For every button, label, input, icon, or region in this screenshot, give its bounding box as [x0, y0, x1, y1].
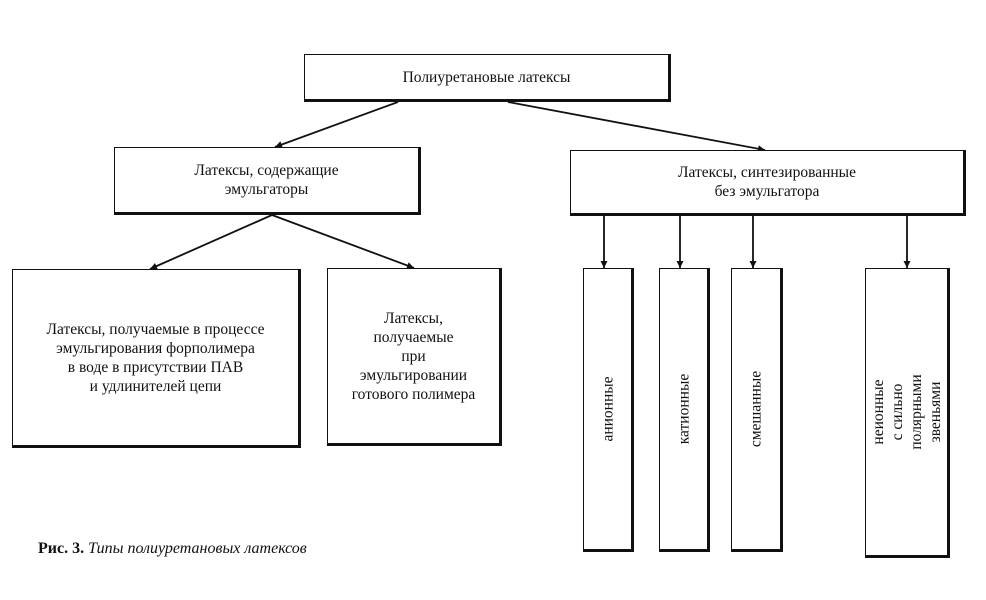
node-anionic: анионные — [583, 268, 634, 552]
arrow-root-to-left — [274, 101, 399, 148]
node-ready-polymer-emulsification: Латексы, получаемые при эмульгировании г… — [327, 268, 502, 446]
node-prepolymer-emulsification-label: Латексы, получаемые в процессе эмульгиро… — [46, 320, 265, 395]
node-cationic: катионные — [659, 268, 710, 552]
figure-number: Рис. 3. — [38, 540, 85, 557]
figure-caption: Рис. 3. Типы полиуретановых латексов — [38, 540, 307, 558]
root-node-label: Полиуретановые латексы — [402, 68, 571, 86]
arrow-left-to-child-2 — [271, 214, 415, 269]
node-mixed: смешанные — [731, 268, 783, 552]
node-without-emulsifier-label: Латексы, синтезированные без эмульгатора — [678, 164, 856, 200]
figure-title: Типы полиуретановых латексов — [88, 540, 307, 557]
node-mixed-label: смешанные — [747, 370, 765, 448]
node-nonionic-polar-label: неионные с сильно полярными звеньями — [869, 374, 944, 450]
node-prepolymer-emulsification: Латексы, получаемые в процессе эмульгиро… — [12, 269, 301, 448]
node-anionic-label: анионные — [599, 376, 616, 442]
node-with-emulsifiers-label: Латексы, содержащие эмульгаторы — [194, 162, 339, 198]
root-node: Полиуретановые латексы — [304, 54, 671, 102]
node-cationic-label: катионные — [675, 373, 692, 445]
node-ready-polymer-emulsification-label: Латексы, получаемые при эмульгировании г… — [351, 309, 476, 403]
arrow-left-to-child-1 — [149, 214, 273, 270]
node-with-emulsifiers: Латексы, содержащие эмульгаторы — [114, 147, 421, 215]
arrow-root-to-right — [507, 101, 766, 153]
node-nonionic-polar: неионные с сильно полярными звеньями — [865, 268, 950, 558]
node-without-emulsifier: Латексы, синтезированные без эмульгатора — [570, 150, 966, 216]
